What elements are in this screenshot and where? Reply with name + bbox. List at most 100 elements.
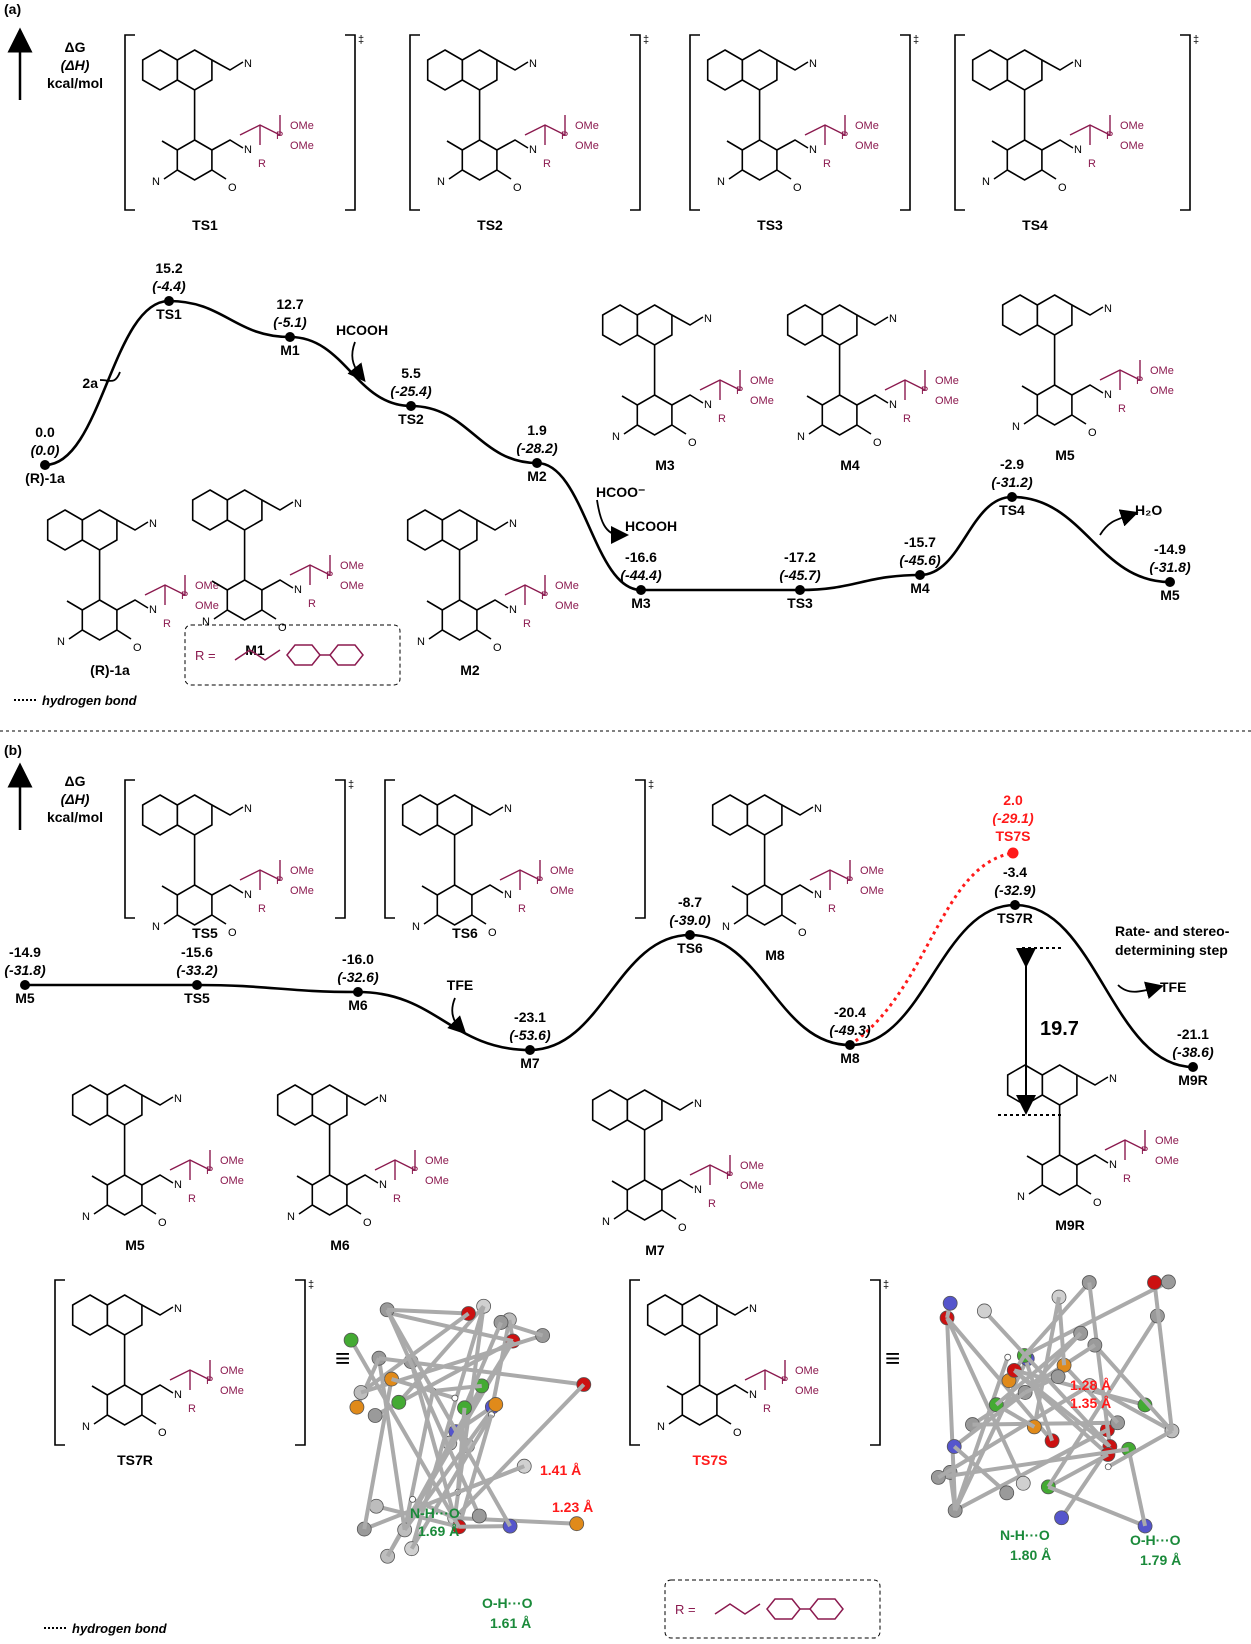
ome-group: OMe [1150,385,1174,397]
pyridinium-n-atom: N [982,176,990,188]
r-group: R [543,158,551,170]
structure-label: M8 [765,947,785,963]
pyridinium-n-atom: N [1012,421,1020,433]
atom-ball [367,1408,383,1423]
atom-ball [1015,1475,1031,1491]
r-group: R [718,413,726,425]
species-tfe-in: TFE [447,977,473,993]
dh-value: (-32.6) [337,969,379,985]
structure-label: M6 [330,1237,350,1253]
ts-dagger: ‡ [913,34,919,46]
phenol-o-atom: O [278,622,287,634]
dg-value: -16.6 [625,549,657,565]
structure-label: TS7S [692,1452,727,1468]
structure-label: TS4 [1022,217,1048,233]
bond [409,1413,494,1550]
ome-group: OMe [860,865,884,877]
dg-value: 5.5 [401,365,421,381]
structures-b: NNONPOMeOMeR‡TS5NNONPOMeOMeR‡TS6NNONPOMe… [54,779,1179,1468]
ts7s-oh-label: O-H···O [1130,1532,1181,1548]
dg-value: -3.4 [1003,864,1027,880]
ome-group: OMe [740,1180,764,1192]
r-group: R [828,903,836,915]
amine-n-atom: N [379,1093,387,1105]
phenol-o-atom: O [493,642,502,654]
dg-value: -15.6 [181,944,213,960]
phenol-o-atom: O [228,182,237,194]
imine-n-atom: N [509,604,517,616]
amine-n-atom: N [889,313,897,325]
point-label: M8 [840,1050,860,1066]
amine-n-atom: N [1074,58,1082,70]
bond [945,1317,1026,1485]
atom-ball [488,1397,504,1412]
dg-value: -17.2 [784,549,816,565]
atom-ball [409,1495,416,1503]
dh-value: (-5.1) [273,314,307,330]
point-label: TS1 [156,306,182,322]
bond [954,1428,1109,1513]
amine-n-atom: N [694,1098,702,1110]
ts7s-nh-label: N-H···O [1000,1527,1050,1543]
r-group: R [1118,403,1126,415]
bond [387,1307,469,1316]
structure-label: M2 [460,662,480,678]
pyridinium-n-atom: N [152,176,160,188]
point-label-ts7s: TS7S [995,828,1030,844]
imine-n-atom: N [529,144,537,156]
imine-n-atom: N [1104,389,1112,401]
ome-group: OMe [855,140,879,152]
bond [937,1383,1091,1480]
atom-ball [349,1399,365,1415]
amine-n-atom: N [1109,1073,1117,1085]
phosphorus-atom: P [1106,130,1113,142]
phenol-o-atom: O [158,1217,167,1229]
atom-ball [368,1498,384,1514]
bond [391,1377,456,1400]
ome-group: OMe [425,1155,449,1167]
imine-n-atom: N [809,144,817,156]
r-group: R [518,903,526,915]
energy-point-m9r [1188,1062,1198,1072]
phenol-o-atom: O [513,182,522,194]
r-group: R [1123,1173,1131,1185]
atom-ball [1050,1369,1066,1385]
ome-group: OMe [340,560,364,572]
ome-group: OMe [1155,1155,1179,1167]
arrow-tfe-in [447,997,467,1035]
structure-label: (R)-1a [90,662,130,678]
structure-label: TS6 [452,925,478,941]
ts7r-nh-label: N-H···O [410,1505,460,1521]
dh-value: (-33.2) [176,962,218,978]
ome-group: OMe [575,140,599,152]
ome-group: OMe [575,120,599,132]
bond [359,1311,470,1395]
axis-unit-b: kcal/mol [47,809,103,825]
dh-value: (-31.8) [1149,559,1191,575]
points-a: 0.0(0.0)(R)-1a15.2(-4.4)TS112.7(-5.1)M15… [25,260,1191,611]
imine-n-atom: N [1109,1159,1117,1171]
species-2a: 2a [82,375,98,391]
structure-label: M5 [125,1237,145,1253]
bond [972,1420,1118,1427]
atom-ball [1054,1510,1069,1526]
ome-group: OMe [220,1155,244,1167]
bond [385,1308,512,1528]
panel-a: (a) ΔG (ΔH) kcal/mol NNONPOMeOMeR‡TS1NNO… [4,1,1199,708]
pyridinium-n-atom: N [57,636,65,648]
atom-ball [569,1516,585,1532]
energy-point-ts3 [795,585,805,595]
bond [455,1407,467,1493]
atom-ball [343,1332,359,1348]
dg-value: -21.1 [1177,1026,1209,1042]
ome-group: OMe [1150,365,1174,377]
ts-dagger: ‡ [883,1279,889,1291]
bond [1047,1452,1109,1489]
ts7r-nh-dist: 1.69 Å [418,1523,459,1539]
energy-point-ts7s [1007,847,1019,859]
pyridinium-n-atom: N [602,1216,610,1228]
structure-label: M4 [840,457,860,473]
structure-label: M1 [245,642,265,658]
pyridinium-n-atom: N [202,616,210,628]
